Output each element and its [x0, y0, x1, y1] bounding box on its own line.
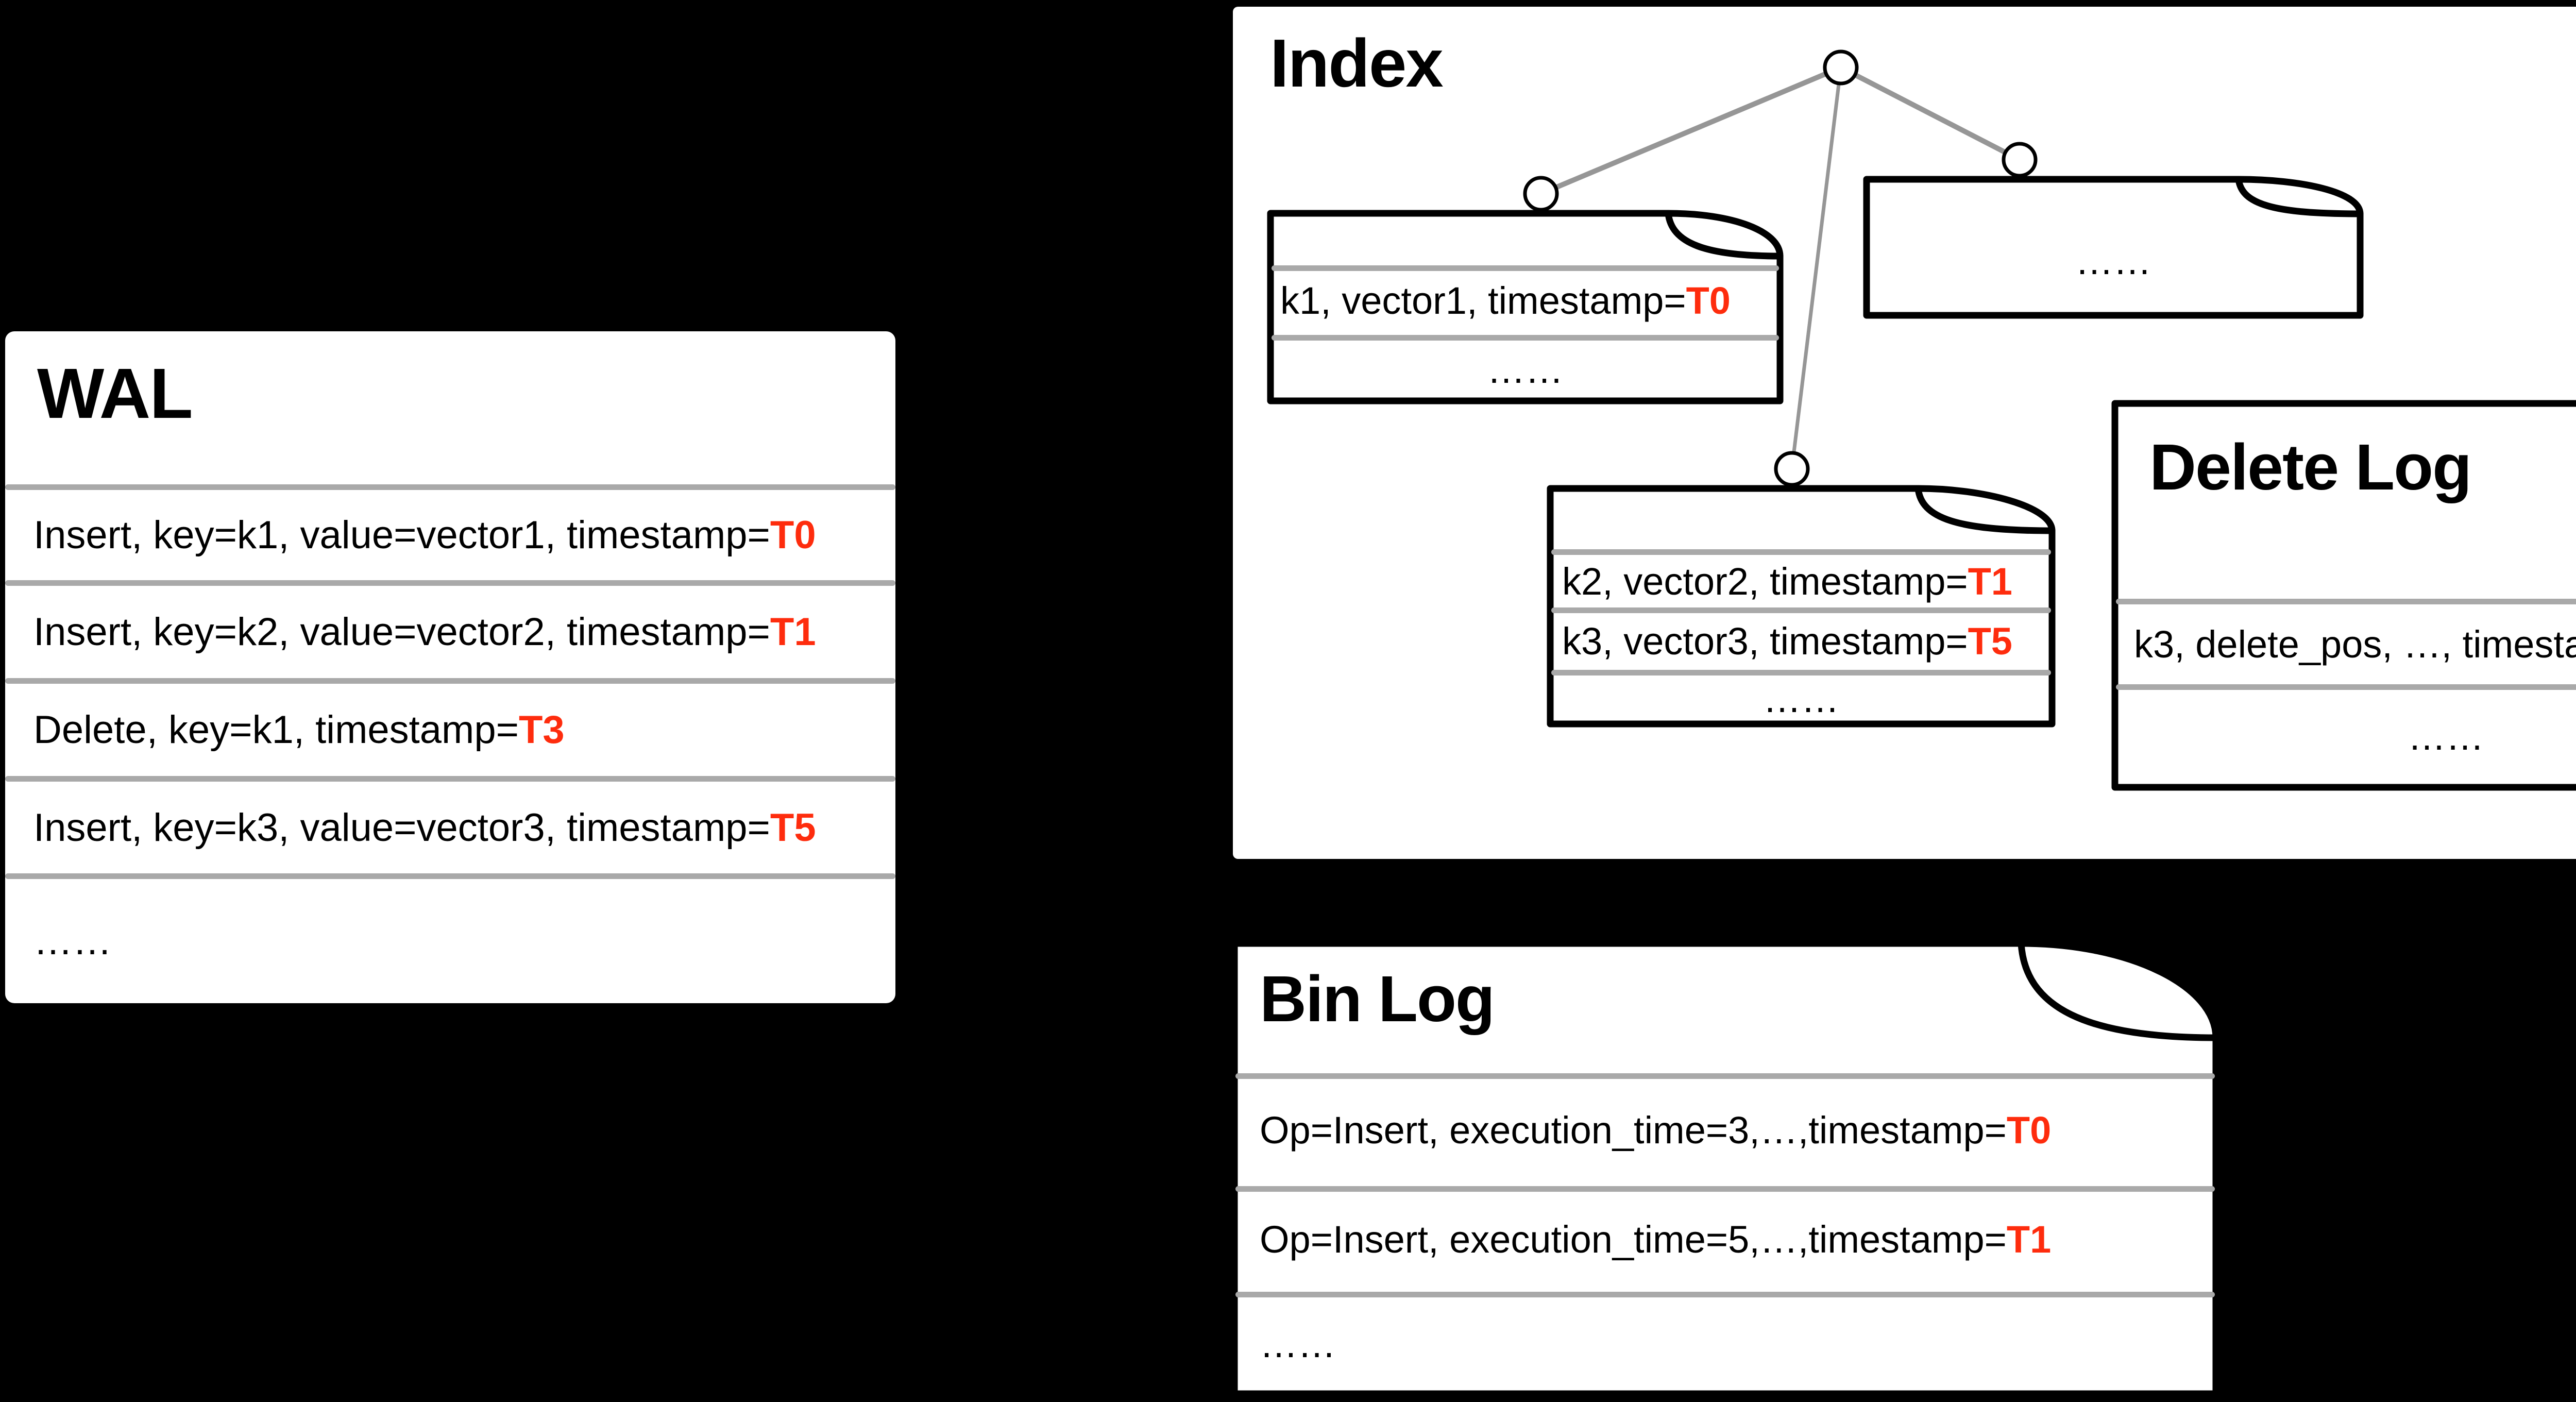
row-divider: [5, 678, 895, 684]
tree-edge: [1790, 67, 1843, 469]
folded-corner-icon: [1665, 210, 1784, 260]
timestamp-value: T0: [1686, 279, 1731, 322]
wal-row: Insert, key=k2, value=vector2, timestamp…: [33, 586, 816, 678]
index-tree: [1523, 49, 2038, 487]
row-text: k2, vector2, timestamp=: [1562, 560, 1968, 603]
timestamp-value: T1: [1968, 560, 2012, 603]
row-text: ……: [2075, 239, 2151, 282]
tree-root-node: [1823, 49, 1859, 86]
document-outline: [1863, 176, 2364, 319]
wal-row: ……: [33, 879, 112, 1003]
segment-row: k2, vector2, timestamp=T1: [1562, 555, 2012, 607]
timestamp-value: T1: [770, 610, 816, 654]
row-divider: [1235, 1186, 2215, 1192]
bin-log-row: Op=Insert, execution_time=5,…,timestamp=…: [1260, 1192, 2051, 1287]
folded-corner-icon: [2235, 176, 2364, 217]
wal-title: WAL: [37, 354, 193, 433]
row-divider: [1551, 549, 2051, 555]
index-segment-doc-2: ……: [1863, 176, 2364, 319]
row-text: Insert, key=k2, value=vector2, timestamp…: [33, 610, 770, 654]
segment-row: ……: [1547, 675, 2056, 722]
row-text: ……: [2408, 715, 2484, 758]
row-text: Insert, key=k3, value=vector3, timestamp…: [33, 805, 770, 850]
page-shape: [2111, 400, 2576, 791]
wal-row: Insert, key=k1, value=vector1, timestamp…: [33, 490, 816, 580]
bin-log-row: Op=Insert, execution_time=3,…,timestamp=…: [1260, 1079, 2051, 1181]
timestamp-value: T1: [2006, 1218, 2052, 1261]
document-outline: [2111, 400, 2576, 791]
row-text: ……: [1763, 677, 1839, 720]
row-text: Insert, key=k1, value=vector1, timestamp…: [33, 513, 770, 557]
index-segment-doc-3: k2, vector2, timestamp=T1 k3, vector3, t…: [1547, 485, 2056, 728]
segment-row: ……: [1863, 176, 2364, 346]
row-divider: [5, 580, 895, 586]
document-outline: [1547, 485, 2056, 728]
timestamp-value: T0: [2006, 1108, 2052, 1152]
row-text: k3, vector3, timestamp=: [1562, 620, 1968, 663]
row-text: ……: [1487, 348, 1564, 391]
wal-row: Delete, key=k1, timestamp=T3: [33, 684, 565, 776]
wal-row: Insert, key=k3, value=vector3, timestamp…: [33, 782, 816, 873]
folded-corner-icon: [1914, 485, 2056, 534]
row-divider: [1235, 1292, 2215, 1297]
row-text: Delete, key=k1, timestamp=: [33, 708, 519, 752]
tree-node: [1523, 176, 1559, 212]
delete-log-title: Delete Log: [2149, 431, 2472, 503]
timestamp-value: T5: [770, 805, 816, 850]
bin-log-row: ……: [1260, 1297, 1336, 1390]
delete-log-row: ……: [2111, 690, 2576, 783]
row-divider: [2116, 684, 2576, 690]
row-divider: [5, 484, 895, 490]
row-text: k3, delete_pos, …, timestamp=: [2134, 623, 2576, 666]
timestamp-value: T3: [518, 708, 565, 752]
row-divider: [1551, 670, 2051, 675]
document-outline: [1231, 940, 2219, 1397]
row-text: Op=Insert, execution_time=5,…,timestamp=: [1260, 1218, 2007, 1261]
segment-row: k3, vector3, timestamp=T5: [1562, 613, 2012, 670]
segment-row: k1, vector1, timestamp=T0: [1280, 271, 1731, 330]
row-divider: [5, 873, 895, 879]
row-divider: [2116, 599, 2576, 604]
row-divider: [1272, 265, 1779, 271]
row-text: ……: [33, 919, 112, 963]
tree-edge: [1540, 65, 1842, 196]
document-outline: [1267, 210, 1784, 404]
timestamp-value: T0: [770, 513, 816, 557]
delete-log-doc: Delete Log k3, delete_pos, …, timestamp=…: [2111, 400, 2576, 791]
bin-log-doc: Bin Log Op=Insert, execution_time=3,…,ti…: [1231, 940, 2219, 1397]
delete-log-row: k3, delete_pos, …, timestamp=T3: [2134, 604, 2576, 684]
folded-corner-icon: [2018, 940, 2219, 1041]
row-divider: [1551, 607, 2051, 613]
bin-log-title: Bin Log: [1260, 962, 1495, 1035]
row-divider: [1272, 335, 1779, 341]
row-text: k1, vector1, timestamp=: [1280, 279, 1686, 322]
timestamp-value: T5: [1968, 620, 2012, 663]
index-segment-doc-1: k1, vector1, timestamp=T0 ……: [1267, 210, 1784, 404]
row-text: ……: [1260, 1322, 1336, 1365]
index-title: Index: [1270, 25, 1444, 101]
page-shape: [1231, 940, 2219, 1397]
segment-row: ……: [1267, 340, 1784, 399]
row-divider: [5, 776, 895, 782]
wal-panel: WAL Insert, key=k1, value=vector1, times…: [5, 331, 895, 1003]
tree-edge: [1839, 65, 2021, 162]
row-divider: [1235, 1073, 2215, 1079]
row-text: Op=Insert, execution_time=3,…,timestamp=: [1260, 1108, 2007, 1152]
tree-node: [1774, 451, 1810, 487]
tree-node: [2002, 142, 2038, 178]
